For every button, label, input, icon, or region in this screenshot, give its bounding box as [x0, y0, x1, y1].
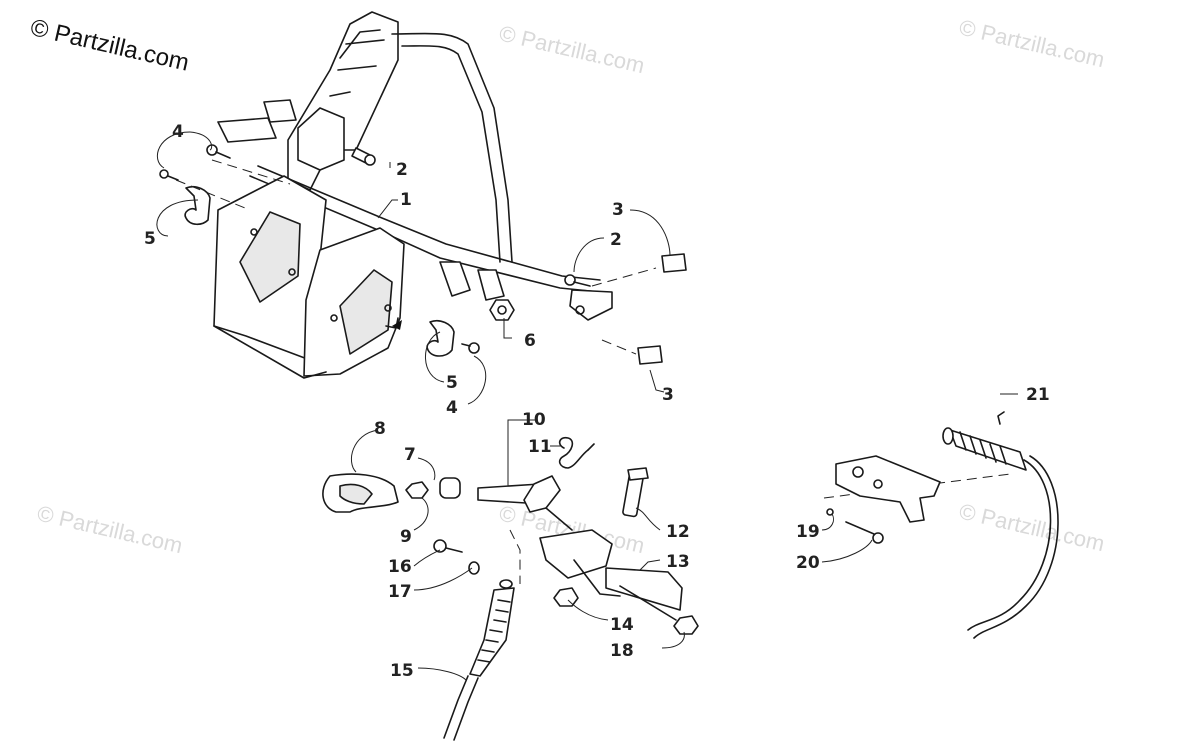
watermark-faint-3: © Partzilla.com [35, 501, 185, 559]
watermark-faint-1: © Partzilla.com [497, 21, 647, 79]
callout-21: 21 [1026, 385, 1050, 405]
callout-7: 7 [404, 445, 416, 465]
cable-bracket [826, 411, 1059, 639]
callout-14: 14 [610, 615, 634, 635]
callout-5b: 5 [446, 373, 458, 393]
callout-17: 17 [388, 582, 412, 602]
callout-2: 2 [396, 160, 408, 180]
callout-3b: 3 [662, 385, 674, 405]
callout-12: 12 [666, 522, 690, 542]
callout-6: 6 [524, 331, 536, 351]
callout-18: 18 [610, 641, 634, 661]
callout-4b: 4 [446, 398, 458, 418]
callout-1: 1 [400, 190, 412, 210]
callout-10: 10 [522, 410, 546, 430]
callout-11: 11 [528, 437, 552, 457]
callout-13: 13 [666, 552, 690, 572]
upper-hardware [159, 144, 687, 365]
callout-5: 5 [144, 229, 156, 249]
leader-lines [156, 131, 1018, 681]
alignment-lines [175, 159, 1011, 584]
callout-4: 4 [172, 122, 184, 142]
watermark-faint-5: © Partzilla.com [957, 499, 1107, 557]
callout-8: 8 [374, 419, 386, 439]
faint-watermarks: © Partzilla.com © Partzilla.com © Partzi… [35, 15, 1107, 559]
lever-assembly [322, 436, 699, 741]
callout-16: 16 [388, 557, 412, 577]
callout-15: 15 [390, 661, 414, 681]
callout-labels: 1 2 2 3 3 4 4 5 5 6 7 8 9 10 11 12 13 14… [144, 122, 1050, 681]
callout-20: 20 [796, 553, 820, 573]
watermark-faint-2: © Partzilla.com [957, 15, 1107, 73]
callout-9: 9 [400, 527, 412, 547]
callout-3: 3 [612, 200, 624, 220]
callout-2b: 2 [610, 230, 622, 250]
steering-support-frame [213, 11, 613, 379]
callout-19: 19 [796, 522, 820, 542]
